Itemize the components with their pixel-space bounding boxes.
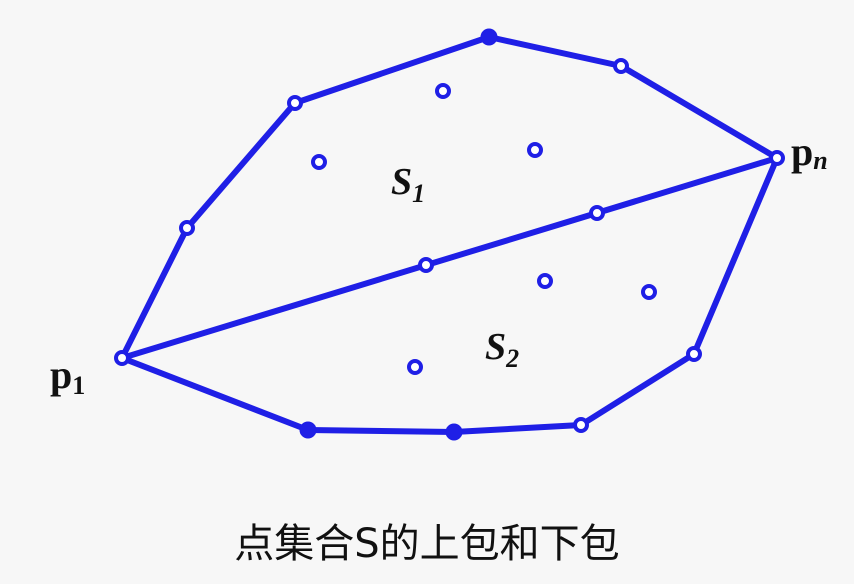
label-p1: p1 <box>50 352 85 400</box>
upper-hull-edge <box>184 100 298 231</box>
interior-point-s1 <box>435 83 451 99</box>
upper-hull-edge <box>119 225 190 361</box>
lower-hull-edge <box>691 155 780 357</box>
hull-vertex <box>445 423 463 441</box>
interior-point-s2 <box>537 273 553 289</box>
hull-vertex <box>179 220 195 236</box>
figure-caption: 点集合S的上包和下包 <box>234 521 620 567</box>
lower-hull-edge <box>578 351 697 428</box>
hull-vertex <box>480 28 498 46</box>
interior-point-s1 <box>311 154 327 170</box>
lower-hull <box>119 155 780 435</box>
label-s1: S1 <box>391 161 425 208</box>
lower-hull-edge <box>305 427 457 435</box>
hull-vertex <box>686 346 702 362</box>
upper-hull <box>119 34 780 361</box>
hull-vertex <box>573 417 589 433</box>
label-pn-sub: n <box>813 146 827 175</box>
hull-vertices-ring <box>114 58 785 433</box>
hull-vertex <box>287 95 303 111</box>
interior-points <box>311 83 657 375</box>
hull-vertices-solid <box>299 28 498 441</box>
lower-hull-edge <box>451 422 584 435</box>
interior-point-s1 <box>527 142 543 158</box>
upper-hull-edge <box>292 34 492 106</box>
hull-vertex <box>613 58 629 74</box>
dividing-line-p1-pn <box>119 155 780 361</box>
label-s1-sub: 1 <box>412 179 425 208</box>
label-p1-main: p <box>50 352 72 397</box>
hull-vertex-p1 <box>114 350 130 366</box>
label-p1-sub: 1 <box>72 371 85 400</box>
label-s1-main: S <box>391 161 412 203</box>
label-s2-sub: 2 <box>505 344 519 373</box>
line-point <box>589 205 605 221</box>
label-s2: S2 <box>485 326 519 373</box>
lower-hull-edge <box>119 355 311 433</box>
hull-vertex <box>299 421 317 439</box>
label-pn-main: p <box>791 129 813 174</box>
label-pn: pn <box>791 129 828 175</box>
upper-hull-edge <box>486 34 624 69</box>
hull-vertex-pn <box>769 150 785 166</box>
line-point <box>418 257 434 273</box>
interior-point-s2 <box>641 284 657 300</box>
label-s2-main: S <box>485 326 506 368</box>
upper-hull-edge <box>618 63 780 161</box>
interior-point-s2 <box>407 359 423 375</box>
